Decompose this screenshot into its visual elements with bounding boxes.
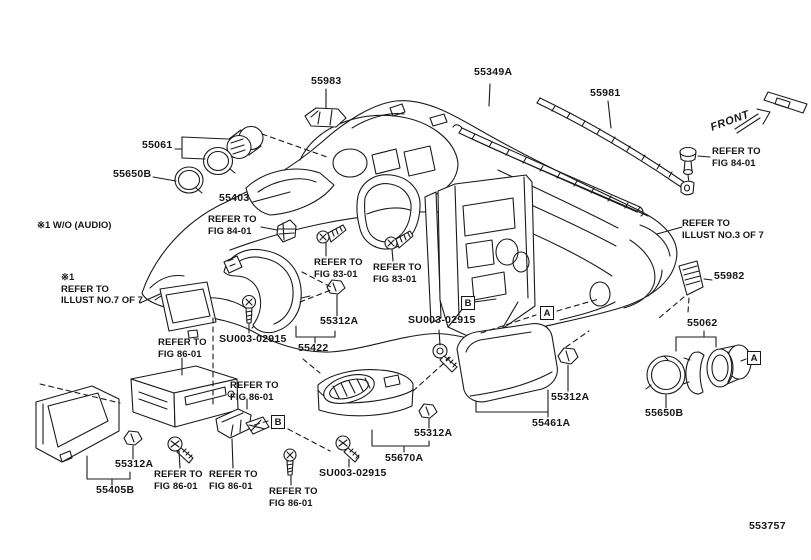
- part-label-55312a-left: 55312A: [115, 458, 154, 470]
- moulding-end-piece: [763, 91, 808, 114]
- moulding-clip: [679, 146, 697, 176]
- meter-bezel-55422: [223, 248, 302, 334]
- register-ring-55650b-left: [174, 166, 204, 194]
- part-label-55312a-console: 55312A: [414, 427, 453, 439]
- part-label-55422: 55422: [298, 342, 329, 354]
- part-label-55650b-right: 55650B: [645, 407, 684, 419]
- moulding-hook-end: [680, 180, 695, 196]
- note-wo-audio: ※1 W/O (AUDIO): [37, 220, 112, 231]
- ref-note-fig83-01-left: REFER TO FIG 83-01: [314, 257, 363, 280]
- side-register-55061: [202, 125, 264, 176]
- note-illust-no7: ※1 REFER TO ILLUST NO.7 OF 7: [61, 272, 143, 306]
- clip-55312a-meter: [326, 279, 346, 295]
- connector-fig84: [276, 219, 297, 243]
- ref-note-fig86-01-bracket: REFER TO FIG 86-01: [209, 469, 258, 492]
- moulding-strip-55981: [536, 97, 685, 188]
- part-label-55312a-meter: 55312A: [320, 315, 359, 327]
- ref-note-fig86-01-screw-center: REFER TO FIG 86-01: [269, 486, 318, 509]
- clip-55312a-console: [418, 403, 438, 419]
- mounting-bracket-left: [215, 408, 252, 439]
- detail-marker-a-center: A: [540, 306, 554, 320]
- lower-finish-panel-55405b: [35, 385, 120, 463]
- clip-55312a-panel: [557, 347, 579, 365]
- part-label-55670a: 55670A: [385, 452, 424, 464]
- screw-fig86-center: [283, 448, 297, 476]
- register-seat-55062: [682, 351, 705, 395]
- part-label-55982: 55982: [714, 270, 745, 282]
- mounting-bracket-right: [245, 416, 270, 435]
- screw-su003-console: [335, 435, 360, 463]
- moulding-strip-55349a: [452, 124, 644, 217]
- ref-note-fig84-01-right: REFER TO FIG 84-01: [712, 146, 761, 169]
- part-label-55461a: 55461A: [532, 417, 571, 429]
- ref-note-fig86-01-screw-left: REFER TO FIG 86-01: [154, 469, 203, 492]
- clip-55312a-left: [123, 430, 143, 446]
- bolt-su003-center: [432, 343, 458, 373]
- part-label-55403: 55403: [219, 192, 250, 204]
- front-direction-arrow: [734, 108, 771, 134]
- screw-fig83-right: [384, 230, 414, 250]
- part-label-55405b: 55405B: [96, 484, 135, 496]
- figure-code: 553757: [749, 520, 786, 532]
- radio-unit: [130, 365, 239, 428]
- ref-note-fig86-01-bracket-top: REFER TO FIG 86-01: [230, 380, 279, 403]
- note-illust-no3: REFER TO ILLUST NO.3 OF 7: [682, 218, 764, 241]
- part-label-55981: 55981: [590, 87, 621, 99]
- console-panel-55670a: [317, 369, 414, 417]
- register-ring-55650b-right: [645, 355, 686, 395]
- part-label-55061: 55061: [142, 139, 173, 151]
- leader-lines: [86, 83, 747, 486]
- part-label-55650b-left: 55650B: [113, 168, 152, 180]
- display-panel-illust7: [159, 281, 217, 339]
- detail-marker-a-right: A: [747, 351, 761, 365]
- side-vent-55982: [678, 260, 704, 296]
- assembly-dashed-lines: [39, 133, 690, 452]
- detail-marker-b-center: B: [461, 296, 475, 310]
- part-label-55983: 55983: [311, 75, 342, 87]
- ref-note-fig83-01-right: REFER TO FIG 83-01: [373, 262, 422, 285]
- screw-fig83-left: [316, 224, 347, 244]
- detail-marker-b-left: B: [271, 415, 285, 429]
- bolt-label-su003-console: SU003-02915: [319, 467, 387, 479]
- screw-fig86-left: [167, 436, 194, 464]
- register-body-55062: [706, 344, 752, 388]
- ref-note-fig86-01-radio: REFER TO FIG 86-01: [158, 337, 207, 360]
- screw-su003-meter: [241, 294, 257, 324]
- part-label-55062: 55062: [687, 317, 718, 329]
- ref-note-fig84-01-mid: REFER TO FIG 84-01: [208, 214, 257, 237]
- part-label-55312a-panel: 55312A: [551, 391, 590, 403]
- bolt-label-su003-center: SU003-02915: [408, 314, 476, 326]
- bolt-label-su003-meter: SU003-02915: [219, 333, 287, 345]
- lower-center-panel-55461a: [456, 323, 558, 403]
- defroster-garnish-55983: [304, 107, 347, 128]
- part-label-55349a: 55349A: [474, 66, 513, 78]
